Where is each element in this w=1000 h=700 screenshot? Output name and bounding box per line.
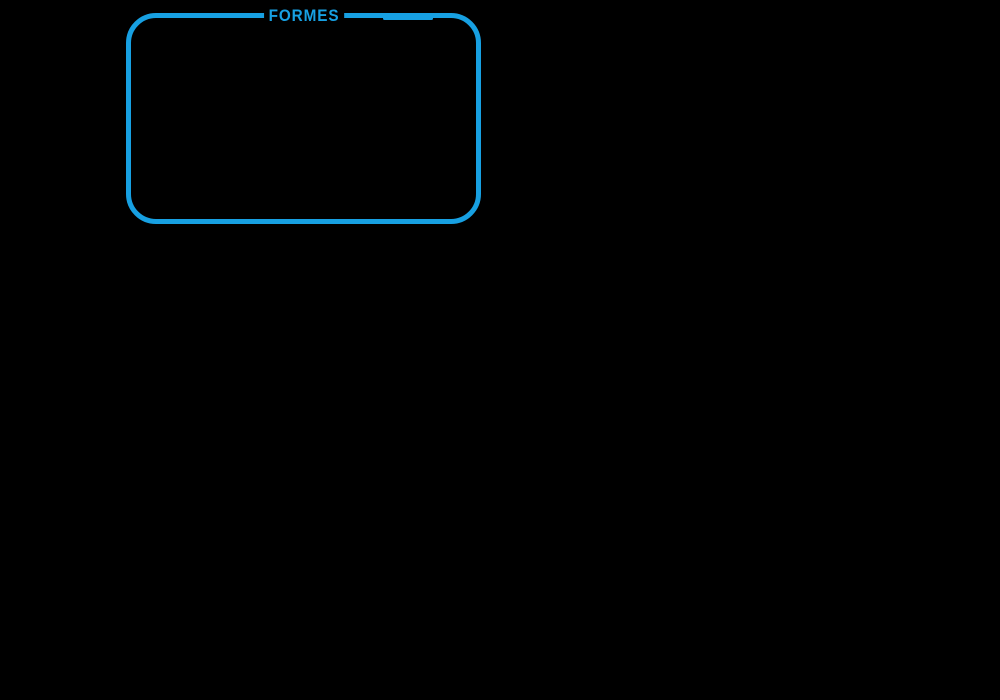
formes-group-box-title: FORMES [263, 7, 344, 24]
formes-group-box: FORMES [126, 7, 481, 224]
hand-drawn-stroke-overlap [383, 17, 433, 20]
